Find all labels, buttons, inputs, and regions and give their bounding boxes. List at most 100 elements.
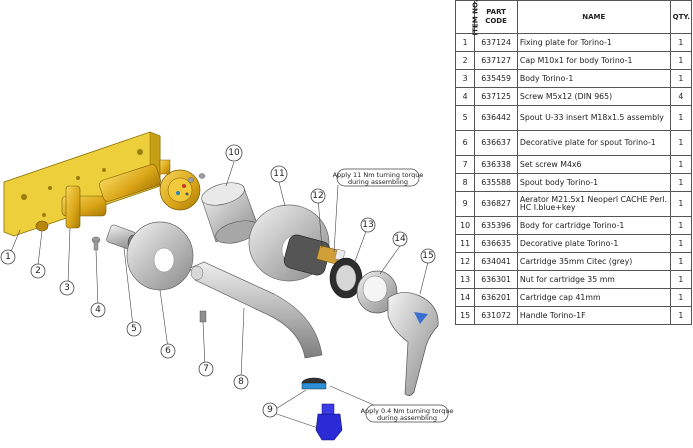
svg-text:during assembling: during assembling <box>348 178 408 186</box>
part-code-cell: 636827 <box>474 191 518 217</box>
decorative-plate-spout-part <box>126 221 194 291</box>
item-no-cell: 9 <box>454 191 476 217</box>
svg-text:13: 13 <box>362 220 373 230</box>
callout-9: 9 <box>262 402 278 418</box>
name-cell: Fixing plate for Torino-1 <box>516 33 671 52</box>
part-code-cell: 631072 <box>474 306 518 325</box>
name-cell: Screw M5x12 (DIN 965) <box>516 87 671 106</box>
callout-3: 3 <box>59 280 75 296</box>
svg-text:Apply 0.4 Nm turning torque: Apply 0.4 Nm turning torque <box>361 407 454 415</box>
torque-note-cartridge: Apply 11 Nm turning torque during assemb… <box>333 168 424 187</box>
svg-text:Apply 11 Nm turning torque: Apply 11 Nm turning torque <box>333 171 424 179</box>
part-code-cell: 636442 <box>474 105 518 131</box>
qty-cell: 1 <box>669 130 693 156</box>
item-no-cell: 12 <box>454 252 476 271</box>
svg-text:14: 14 <box>394 234 406 244</box>
aerator-part <box>301 377 343 441</box>
svg-text:11: 11 <box>273 169 284 179</box>
callout-10: 10 <box>225 144 243 162</box>
item-no-cell: 11 <box>454 234 476 253</box>
part-code-cell: 637127 <box>474 51 518 70</box>
qty-cell: 1 <box>669 105 693 131</box>
name-cell: Cartridge 35mm Citec (grey) <box>516 252 671 271</box>
callout-5: 5 <box>126 321 142 337</box>
qty-cell: 1 <box>669 234 693 253</box>
item-no-cell: 4 <box>454 87 476 106</box>
name-cell: Spout U-33 insert M18x1.5 assembly <box>516 105 671 131</box>
callout-4: 4 <box>90 302 106 318</box>
svg-text:10: 10 <box>228 148 240 158</box>
name-cell: Set screw M4x6 <box>516 155 671 174</box>
qty-cell: 1 <box>669 191 693 217</box>
qty-cell: 4 <box>669 87 693 106</box>
cartridge-part <box>283 234 346 276</box>
name-cell: Nut for cartridge 35 mm <box>516 270 671 289</box>
part-code-cell: 637125 <box>474 87 518 106</box>
header-item-no: ITEM NO. <box>454 0 479 35</box>
item-no-cell: 13 <box>454 270 476 289</box>
svg-text:5: 5 <box>131 324 137 334</box>
name-cell: Body Torino-1 <box>516 69 671 88</box>
item-no-cell: 7 <box>454 155 476 174</box>
svg-text:12: 12 <box>312 191 323 201</box>
item-no-cell: 3 <box>454 69 476 88</box>
callout-1: 1 <box>0 249 16 265</box>
callout-13: 13 <box>360 217 376 233</box>
header-name: NAME <box>516 0 671 34</box>
svg-text:during assembling: during assembling <box>377 414 437 422</box>
item-no-cell: 10 <box>454 216 476 235</box>
part-code-cell: 635588 <box>474 173 518 192</box>
qty-cell: 1 <box>669 252 693 271</box>
torque-note-aerator: Apply 0.4 Nm turning torque during assem… <box>361 404 454 423</box>
part-code-cell: 636635 <box>474 234 518 253</box>
item-no-cell: 8 <box>454 173 476 192</box>
item-no-cell: 2 <box>454 51 476 70</box>
callout-8: 8 <box>233 374 249 390</box>
svg-text:9: 9 <box>267 405 273 415</box>
part-code-cell: 634041 <box>474 252 518 271</box>
qty-cell: 1 <box>669 288 693 307</box>
qty-cell: 1 <box>669 270 693 289</box>
name-cell: Cartridge cap 41mm <box>516 288 671 307</box>
set-screw-part <box>199 310 207 323</box>
svg-text:6: 6 <box>165 346 171 356</box>
qty-cell: 1 <box>669 173 693 192</box>
callout-15: 15 <box>420 248 436 264</box>
part-code-cell: 635396 <box>474 216 518 235</box>
svg-text:15: 15 <box>422 251 433 261</box>
svg-text:3: 3 <box>64 283 70 293</box>
item-no-cell: 14 <box>454 288 476 307</box>
svg-text:2: 2 <box>35 266 41 276</box>
body-part <box>61 159 201 229</box>
svg-text:4: 4 <box>95 305 101 315</box>
qty-cell: 1 <box>669 155 693 174</box>
svg-text:8: 8 <box>238 377 244 387</box>
callout-11: 11 <box>270 165 288 183</box>
part-code-cell: 637124 <box>474 33 518 52</box>
item-no-cell: 6 <box>454 130 476 156</box>
qty-cell: 1 <box>669 216 693 235</box>
cap-part <box>35 220 49 232</box>
item-no-cell: 15 <box>454 306 476 325</box>
name-cell: Cap M10x1 for body Torino-1 <box>516 51 671 70</box>
header-qty: QTY. <box>669 0 693 34</box>
screw-part <box>91 173 206 251</box>
name-cell: Decorative plate for spout Torino-1 <box>516 130 671 156</box>
svg-text:1: 1 <box>5 252 11 262</box>
qty-cell: 1 <box>669 306 693 325</box>
